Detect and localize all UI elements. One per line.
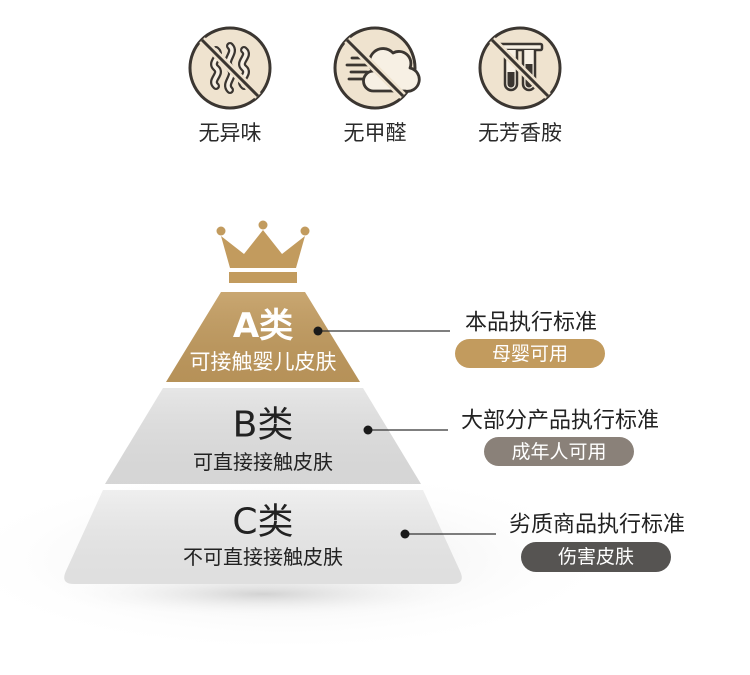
- usage-badge-text: 成年人可用: [511, 441, 606, 463]
- usage-badge: [455, 339, 605, 368]
- usage-badge-text: 母婴可用: [492, 343, 568, 365]
- standard-c: 劣质商品执行标准 伤害皮肤: [509, 513, 685, 572]
- pyramid: A类 可接触婴儿皮肤 B类 可直接接触皮肤 C类 不可直接接触皮肤: [64, 292, 462, 584]
- connector-dot: [363, 425, 373, 435]
- tier-a-description: 可接触婴儿皮肤: [190, 350, 337, 374]
- tier-b-description: 可直接接触皮肤: [193, 450, 333, 474]
- connector-dot: [400, 529, 410, 539]
- connector-dot: [313, 326, 323, 336]
- tier-b: B类 可直接接触皮肤: [105, 388, 421, 484]
- usage-badge: [484, 437, 634, 466]
- feature-label: 无芳香胺: [478, 121, 562, 145]
- strike-line: [199, 37, 261, 99]
- feature-label: 无甲醛: [344, 121, 407, 145]
- feature-no-formaldehyde: 无甲醛: [333, 26, 421, 145]
- feature-no-aromatic-amine: 无芳香胺: [478, 26, 562, 145]
- usage-badge-text: 伤害皮肤: [558, 546, 634, 568]
- standard-a: 本品执行标准 母婴可用: [455, 311, 605, 368]
- strike-line: [489, 37, 551, 99]
- tier-a-grade: A类: [233, 306, 293, 346]
- standard-label: 劣质商品执行标准: [509, 513, 685, 538]
- tier-a: A类 可接触婴儿皮肤: [166, 292, 360, 382]
- crown-icon: [216, 220, 310, 283]
- feature-label: 无异味: [199, 121, 262, 145]
- standard-label: 大部分产品执行标准: [461, 409, 659, 434]
- strike-line: [344, 37, 406, 99]
- standard-b: 大部分产品执行标准 成年人可用: [461, 409, 659, 466]
- tier-b-grade: B类: [233, 405, 294, 446]
- connector-b: [363, 425, 448, 435]
- tier-c-grade: C类: [232, 502, 293, 543]
- tier-c-description: 不可直接接触皮肤: [183, 545, 343, 569]
- standard-label: 本品执行标准: [465, 311, 597, 336]
- connector-c: [400, 529, 496, 539]
- tier-c: C类 不可直接接触皮肤: [64, 490, 462, 584]
- usage-badge: [521, 542, 671, 572]
- feature-no-odor: 无异味: [188, 26, 272, 145]
- connector-a: [313, 326, 450, 336]
